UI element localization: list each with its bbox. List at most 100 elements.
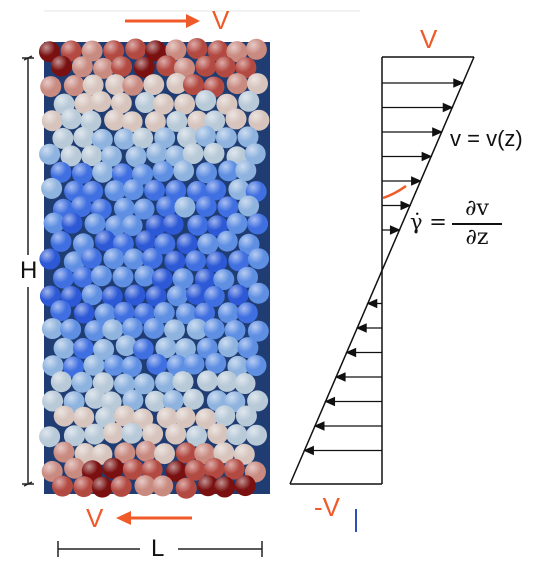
particle-highlight <box>227 284 249 306</box>
particle-highlight <box>61 212 83 234</box>
particle-highlight <box>194 443 216 464</box>
particle-highlight <box>53 441 75 463</box>
particle-highlight <box>195 408 217 430</box>
particle-highlight <box>110 475 132 497</box>
particle-highlight <box>205 179 227 201</box>
particle-highlight <box>226 212 248 234</box>
particle-highlight <box>52 475 73 497</box>
particle-highlight <box>146 142 168 164</box>
particle-highlight <box>187 214 209 236</box>
height-label: H <box>20 255 38 287</box>
shear-angle-arc <box>382 184 407 200</box>
particle-highlight <box>143 317 165 339</box>
particle-highlight <box>104 180 126 202</box>
particle-highlight <box>112 266 134 288</box>
particle-highlight <box>182 388 204 410</box>
particle-highlight <box>102 319 124 341</box>
particle-highlight <box>104 109 126 131</box>
particle-highlight <box>84 213 106 235</box>
profile-arrow-head <box>453 78 465 88</box>
particle-highlight <box>74 443 96 464</box>
particle-highlight <box>111 56 132 78</box>
particle-highlight <box>125 146 147 168</box>
particle-highlight <box>203 142 225 164</box>
particle-highlight <box>177 126 198 148</box>
shear-rate-denominator: ∂z <box>465 225 489 250</box>
particle-highlight <box>92 372 114 394</box>
particle-highlight <box>197 475 219 497</box>
particle-highlight <box>173 160 195 182</box>
particle-highlight <box>39 285 61 307</box>
particle-highlight <box>235 160 257 181</box>
particle-highlight <box>207 423 229 445</box>
particle-highlight <box>154 233 176 255</box>
particle-highlight <box>218 160 240 182</box>
particle-highlight <box>71 371 93 393</box>
particle-highlight <box>42 390 64 412</box>
particle-highlight <box>204 110 226 132</box>
particle-highlight <box>40 76 62 98</box>
particle-highlight <box>165 180 187 201</box>
particle-highlight <box>156 196 178 218</box>
particle-highlight <box>175 303 197 325</box>
particle-highlight <box>186 38 208 59</box>
particle-highlight <box>100 145 122 167</box>
length-dimension <box>57 541 263 557</box>
particle-highlight <box>205 352 227 374</box>
particle-highlight <box>224 319 246 341</box>
particle-packing <box>39 38 270 499</box>
profile-top-label: V <box>420 24 438 54</box>
particle-highlight <box>156 55 178 77</box>
particle-highlight <box>42 355 64 377</box>
particle-highlight <box>196 162 217 184</box>
particle-highlight <box>94 230 116 252</box>
particle-highlight <box>228 250 250 272</box>
particle-highlight <box>174 196 196 218</box>
particle-highlight <box>184 459 206 481</box>
particle-highlight <box>143 74 165 96</box>
profile-bottom-label: -V <box>314 492 340 522</box>
particle-highlight <box>52 127 74 149</box>
particle-highlight <box>110 92 132 114</box>
particle-highlight <box>41 110 63 132</box>
particle-highlight <box>164 250 186 272</box>
particle-highlight <box>152 475 174 497</box>
particle-highlight <box>50 371 72 393</box>
particle-highlight <box>166 354 188 376</box>
particle-highlight <box>93 338 115 360</box>
particle-highlight <box>112 233 134 255</box>
particle-highlight <box>203 285 225 307</box>
particle-highlight <box>132 338 154 360</box>
top-velocity-label: V <box>212 5 230 35</box>
shear-rate-symbol: γ̇ = <box>410 210 447 234</box>
particle-highlight <box>50 230 72 252</box>
profile-arrow-head <box>442 102 454 113</box>
particle-highlight <box>81 460 103 482</box>
particle-highlight <box>146 353 168 375</box>
particle-highlight <box>81 284 103 306</box>
particle-highlight <box>113 301 135 323</box>
particle-highlight <box>84 387 106 409</box>
particle-highlight <box>247 390 269 412</box>
particle-highlight <box>162 390 184 411</box>
shear-rate-fraction: ∂v ∂z <box>452 196 502 251</box>
particle-highlight <box>186 425 208 447</box>
particle-highlight <box>234 475 256 497</box>
particle-highlight <box>113 128 135 150</box>
particle-highlight <box>113 373 135 395</box>
particle-highlight <box>91 128 113 150</box>
particle-highlight <box>162 213 184 235</box>
particle-highlight <box>53 405 75 427</box>
particle-highlight <box>81 247 102 269</box>
particle-highlight <box>195 125 216 147</box>
particle-highlight <box>81 40 103 62</box>
particle-highlight <box>50 55 72 77</box>
particle-highlight <box>248 109 270 131</box>
particle-highlight <box>174 338 196 360</box>
particle-highlight <box>132 163 153 185</box>
particle-highlight <box>90 91 112 112</box>
length-label: L <box>151 535 165 562</box>
particle-highlight <box>63 251 85 273</box>
particle-highlight <box>223 458 245 480</box>
particle-highlight <box>174 93 196 115</box>
